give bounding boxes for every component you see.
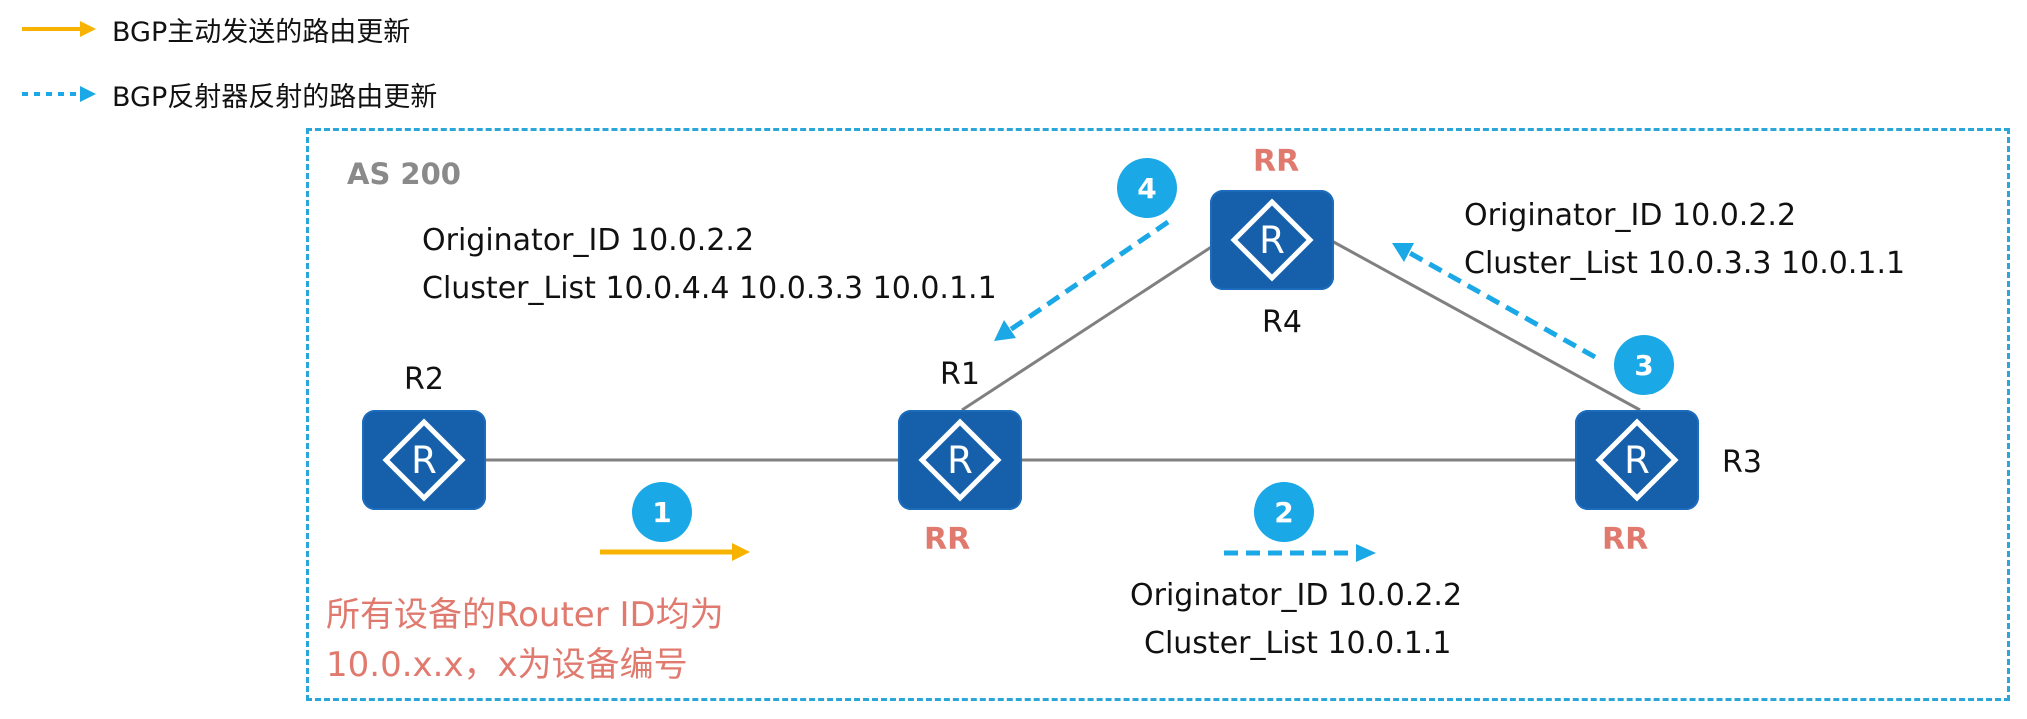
legend-dashed-label: BGP反射器反射的路由更新	[112, 82, 438, 113]
as-boundary	[306, 128, 2010, 701]
step-badge-3: 3	[1614, 335, 1674, 395]
router-r4-label: R4	[1262, 305, 1302, 340]
router-r1-label: R1	[940, 357, 980, 392]
link-r1-r4	[961, 238, 1223, 412]
step4-cluster-list: Cluster_List 10.0.4.4 10.0.3.3 10.0.1.1	[422, 271, 997, 306]
update-arrow-3	[1392, 243, 1597, 360]
router-icon: R	[382, 418, 466, 502]
note-line-2: 10.0.x.x，x为设备编号	[326, 645, 688, 685]
svg-text:R: R	[947, 439, 973, 482]
step3-attributes: Originator_ID 10.0.2.2 Cluster_List 10.0…	[1464, 192, 1905, 288]
step3-cluster-list: Cluster_List 10.0.3.3 10.0.1.1	[1464, 246, 1906, 281]
link-r4-r3	[1329, 238, 1641, 412]
router-icon: R	[1230, 198, 1314, 282]
step-badge-1: 1	[632, 482, 692, 542]
router-r2[interactable]: R	[362, 410, 486, 510]
step-badge-2: 2	[1254, 482, 1314, 542]
router-r1[interactable]: R	[898, 410, 1022, 510]
router-id-note: 所有设备的Router ID均为 10.0.x.x，x为设备编号	[326, 590, 724, 690]
legend-dashed-arrow-icon	[22, 86, 96, 102]
svg-text:R: R	[1259, 219, 1285, 262]
update-arrow-4	[994, 219, 1170, 341]
step2-cluster-list: Cluster_List 10.0.1.1	[1144, 626, 1452, 661]
as-label: AS 200	[347, 157, 461, 191]
router-icon: R	[918, 418, 1002, 502]
step4-attributes: Originator_ID 10.0.2.2 Cluster_List 10.0…	[422, 217, 997, 313]
router-r1-role: RR	[924, 522, 971, 557]
svg-text:R: R	[411, 439, 437, 482]
router-r3[interactable]: R	[1575, 410, 1699, 510]
update-arrow-2	[1224, 544, 1376, 562]
router-r3-label: R3	[1722, 445, 1762, 480]
step4-originator: Originator_ID 10.0.2.2	[422, 223, 755, 258]
router-r2-label: R2	[404, 362, 444, 397]
step-badge-4: 4	[1117, 158, 1177, 218]
legend-solid-label: BGP主动发送的路由更新	[112, 17, 411, 48]
router-r4-role: RR	[1253, 144, 1300, 179]
step3-originator: Originator_ID 10.0.2.2	[1464, 198, 1797, 233]
update-arrow-1	[600, 543, 750, 561]
legend-solid-arrow-icon	[22, 21, 96, 37]
step2-originator: Originator_ID 10.0.2.2	[1130, 578, 1463, 613]
router-r4[interactable]: R	[1210, 190, 1334, 290]
router-icon: R	[1595, 418, 1679, 502]
router-r3-role: RR	[1602, 522, 1649, 557]
svg-text:R: R	[1624, 439, 1650, 482]
step2-attributes: Originator_ID 10.0.2.2 Cluster_List 10.0…	[1130, 572, 1462, 668]
note-line-1: 所有设备的Router ID均为	[326, 595, 724, 635]
